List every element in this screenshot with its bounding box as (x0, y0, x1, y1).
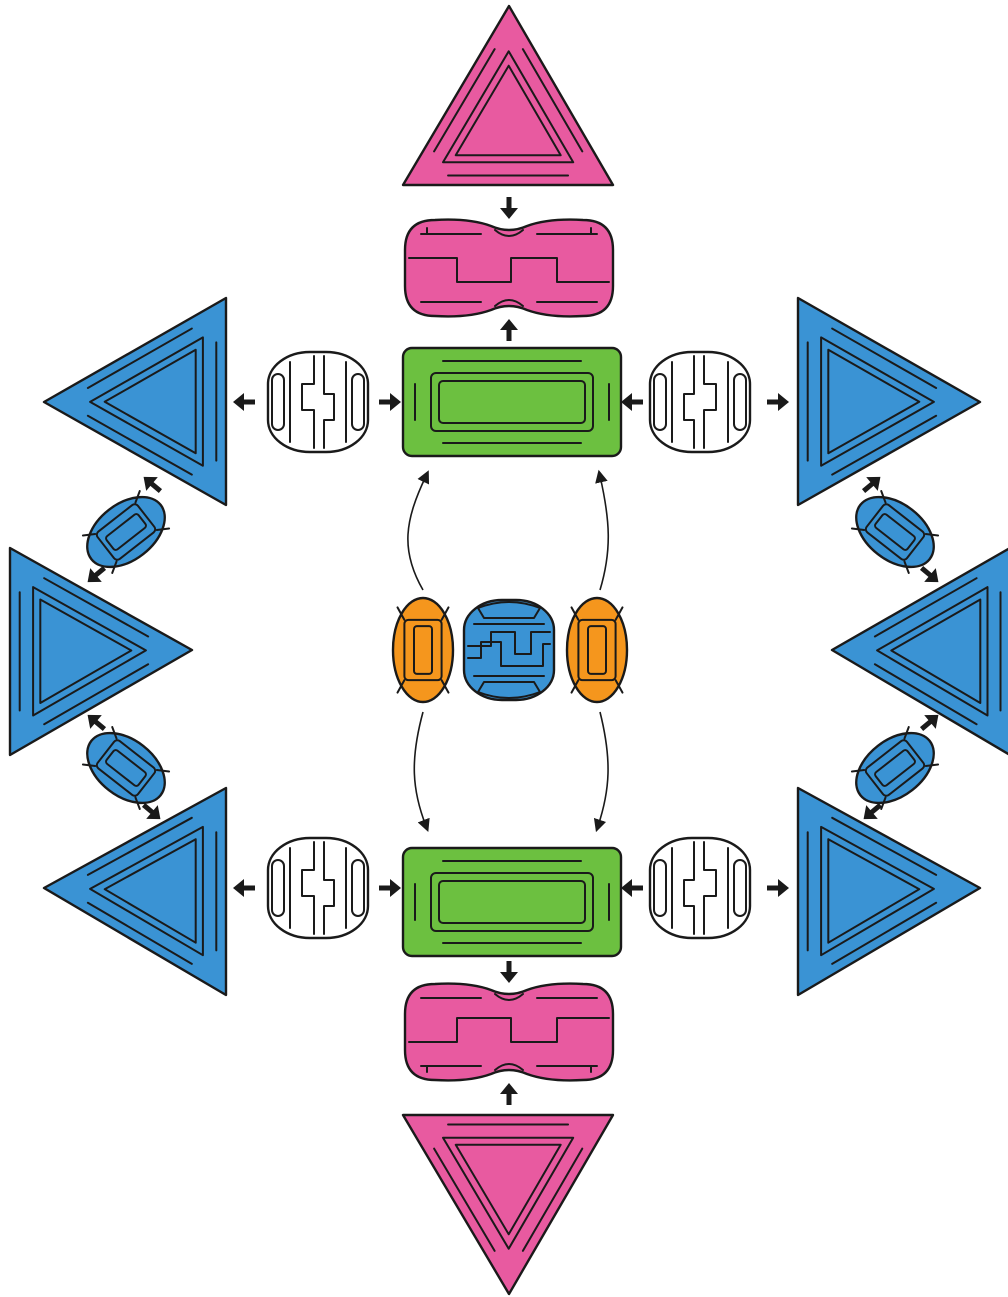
orange-clip-right (565, 596, 629, 704)
green-plate-top (401, 346, 623, 458)
push-arrow-3 (500, 961, 518, 983)
push-arrow-20 (863, 803, 883, 820)
blue-clip-left-1 (81, 490, 171, 574)
push-arrow-15 (87, 714, 107, 731)
white-connector-top-left (266, 350, 370, 454)
blue-connector-center (462, 598, 556, 702)
push-arrow-7 (621, 393, 643, 411)
push-arrow-12 (767, 879, 789, 897)
curved-arrow-4 (593, 711, 609, 833)
push-arrow-6 (379, 393, 401, 411)
push-arrow-11 (621, 879, 643, 897)
blue-clip-right-2 (850, 726, 940, 810)
blue-triangle-top-right (796, 296, 982, 507)
curved-arrows (407, 469, 610, 833)
push-arrow-9 (233, 879, 255, 897)
push-arrow-14 (87, 566, 107, 583)
blue-triangle-bottom-right (796, 786, 982, 997)
blue-triangle-middle-right (830, 547, 1008, 756)
blue-triangle-middle-left (8, 546, 194, 757)
push-arrow-4 (500, 1083, 518, 1105)
push-arrow-19 (919, 714, 939, 731)
green-plate-bottom (401, 846, 623, 958)
push-arrow-8 (767, 393, 789, 411)
blue-triangle-bottom-left (42, 786, 228, 997)
curved-arrow-3 (413, 711, 430, 832)
push-arrow-5 (233, 393, 255, 411)
push-arrow-2 (500, 319, 518, 341)
pink-triangle-top (401, 4, 615, 187)
push-arrows (87, 197, 939, 1105)
blue-triangle-top-left (42, 296, 228, 507)
pink-triangle-bottom (401, 1113, 615, 1296)
orange-clip-left (391, 596, 455, 704)
curved-arrow-2 (595, 469, 610, 591)
blue-clip-left-2 (81, 726, 171, 810)
push-arrow-1 (500, 197, 518, 219)
push-arrow-10 (379, 879, 401, 897)
white-connector-bottom-right (648, 836, 752, 940)
push-arrow-16 (141, 803, 161, 820)
push-arrow-13 (143, 476, 163, 493)
white-connector-top-right (648, 350, 752, 454)
push-arrow-18 (919, 566, 939, 583)
blue-clip-right-1 (850, 490, 940, 574)
curved-arrow-1 (407, 470, 430, 591)
pieces (8, 4, 1008, 1296)
white-connector-bottom-left (266, 836, 370, 940)
push-arrow-17 (861, 476, 881, 493)
pink-connector-bottom (403, 982, 615, 1082)
pink-connector-top (403, 218, 615, 318)
